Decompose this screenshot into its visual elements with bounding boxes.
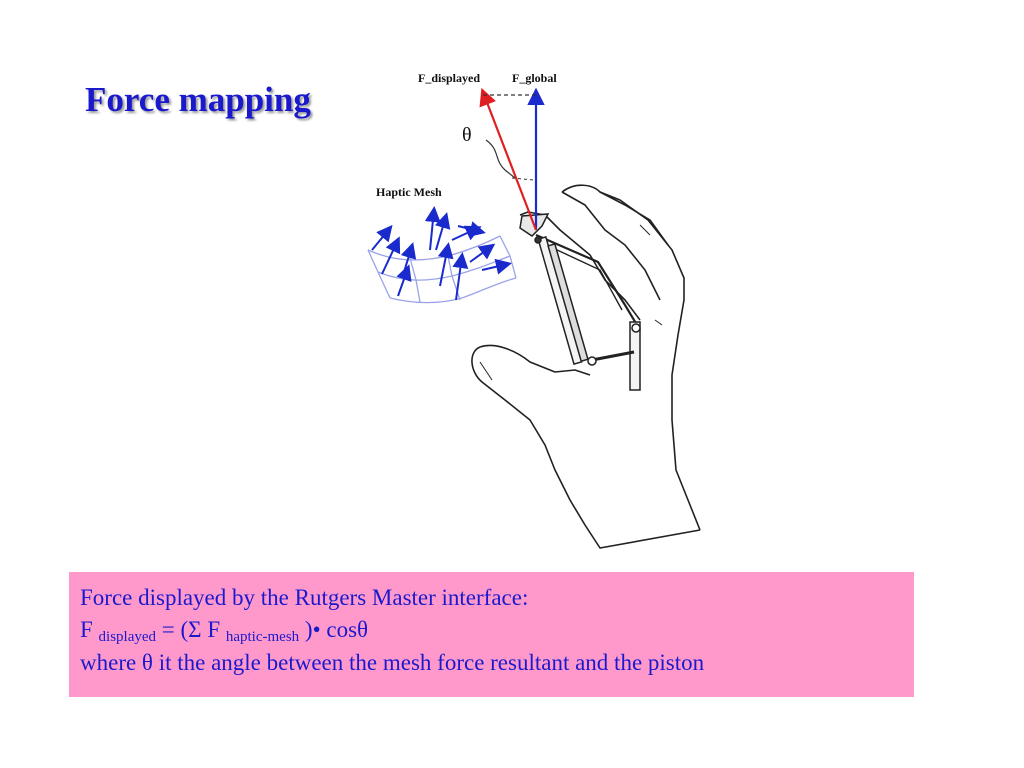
dashed-angle-tick	[511, 177, 535, 181]
description-line: Force displayed by the Rutgers Master in…	[80, 585, 529, 610]
label-f-global: F_global	[512, 71, 557, 85]
formula-sub-displayed: displayed	[98, 628, 157, 645]
haptic-mesh	[367, 235, 517, 304]
formula-sub-haptic-mesh: haptic-mesh	[225, 628, 300, 645]
f-displayed-arrow	[479, 87, 538, 231]
theta-explanation-line: where θ it the angle between the mesh fo…	[80, 650, 705, 676]
force-formula: F displayed = (Σ F haptic-mesh )• cosθ	[80, 614, 903, 648]
hand-force-diagram	[367, 87, 701, 549]
label-f-displayed: F_displayed	[418, 71, 481, 85]
slide-title: Force mapping	[85, 80, 311, 119]
formula-f: F	[80, 616, 93, 642]
force-description-box: Force displayed by the Rutgers Master in…	[69, 572, 914, 697]
theta-arc	[485, 139, 516, 179]
formula-sum: = (Σ F	[156, 616, 226, 642]
label-haptic-mesh: Haptic Mesh	[376, 185, 442, 199]
haptic-mesh-force-arrows	[371, 206, 512, 301]
label-theta: θ	[462, 124, 472, 146]
hand-outline	[471, 184, 701, 549]
rutgers-master-piston	[519, 213, 641, 391]
formula-cos: )• cosθ	[299, 616, 369, 642]
